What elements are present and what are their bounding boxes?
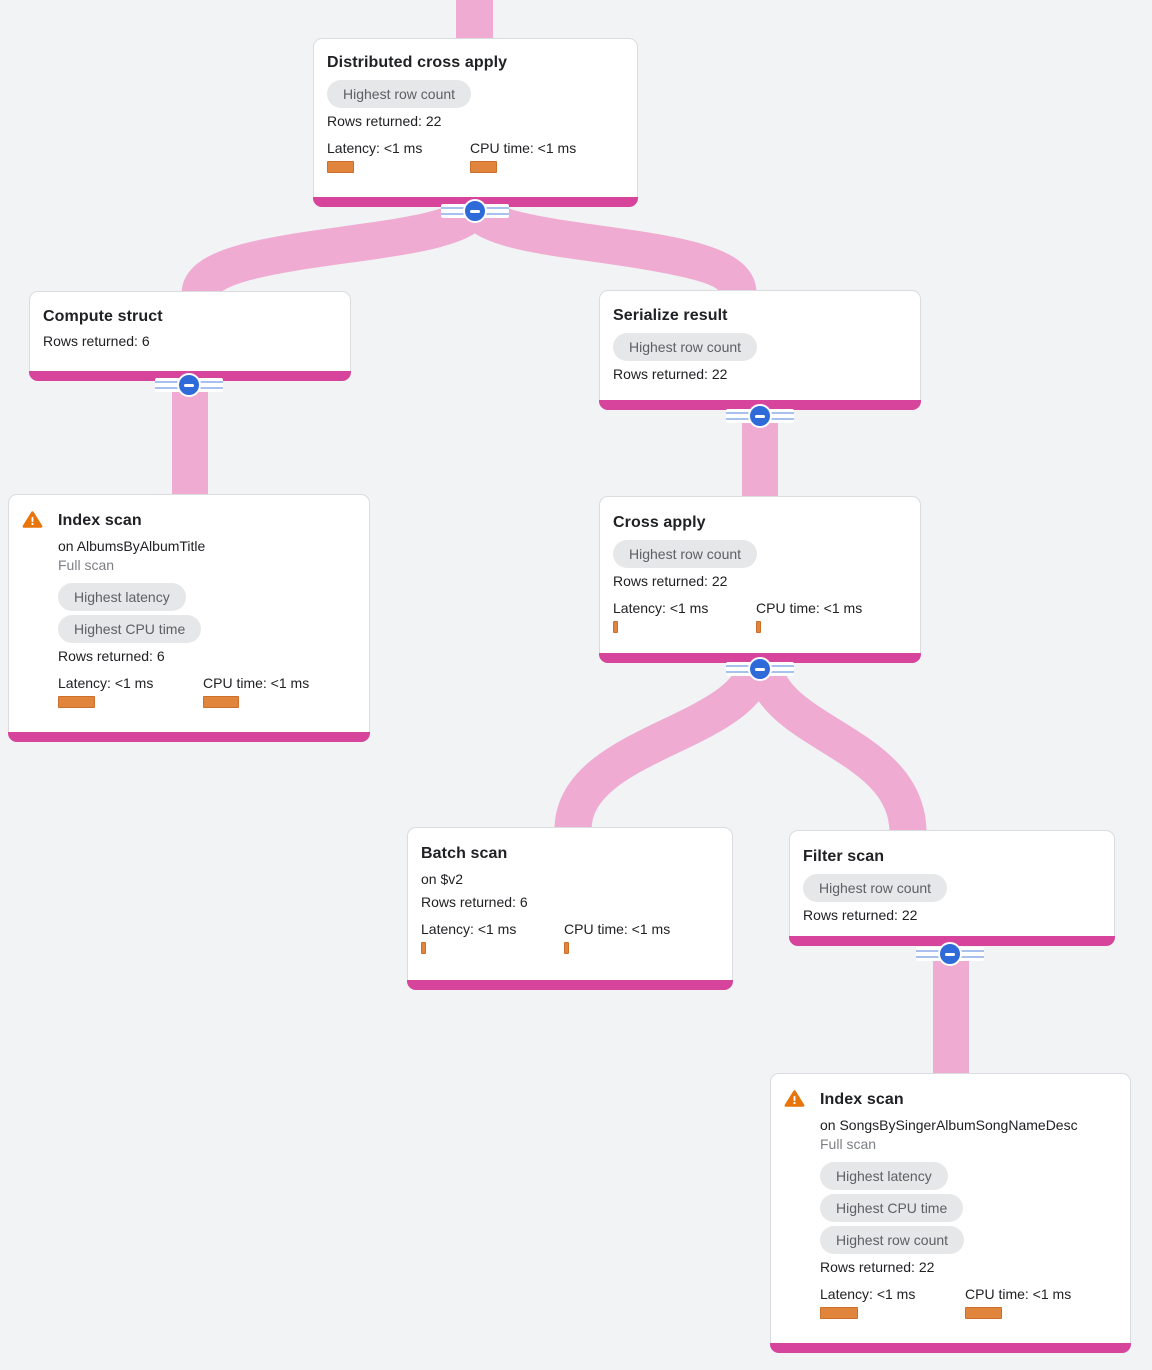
- full-scan-note: Full scan: [820, 1136, 877, 1152]
- node-cross-apply[interactable]: Cross apply Highest row count Rows retur…: [599, 496, 921, 663]
- cpu-time-bar: [470, 161, 497, 173]
- node-title: Distributed cross apply: [327, 54, 508, 71]
- cpu-time-label: CPU time: <1 ms: [203, 675, 310, 691]
- rows-returned: Rows returned: 22: [613, 573, 728, 589]
- full-scan-note: Full scan: [58, 557, 115, 573]
- rows-returned: Rows returned: 22: [820, 1259, 935, 1275]
- plan-edge-cross-apply-to-filter-scan: [744, 657, 927, 835]
- warning-icon: [784, 1090, 805, 1107]
- node-title: Cross apply: [613, 514, 706, 531]
- badge-highest-row-count: Highest row count: [613, 333, 758, 361]
- badge-highest-latency: Highest latency: [820, 1162, 948, 1190]
- node-title: Serialize result: [613, 307, 728, 324]
- node-title: Index scan: [820, 1091, 904, 1108]
- latency-bar: [613, 621, 618, 633]
- latency-bar: [58, 696, 95, 708]
- badge-highest-cpu-time: Highest CPU time: [58, 615, 202, 643]
- plan-edge-compute-struct-to-index-scan: [172, 380, 208, 495]
- plan-edge-dca-to-compute-struct: [181, 197, 494, 299]
- collapse-button-filter-scan[interactable]: [916, 942, 984, 966]
- node-serialize-result[interactable]: Serialize result Highest row count Rows …: [599, 290, 921, 410]
- cpu-time-label: CPU time: <1 ms: [470, 140, 577, 156]
- node-title: Filter scan: [803, 848, 885, 865]
- rows-returned: Rows returned: 22: [613, 366, 728, 382]
- latency-label: Latency: <1 ms: [327, 140, 423, 156]
- latency-label: Latency: <1 ms: [421, 921, 517, 937]
- badge-highest-row-count: Highest row count: [803, 874, 948, 902]
- rows-returned: Rows returned: 6: [43, 333, 150, 349]
- node-index-scan-songs[interactable]: Index scan on SongsBySingerAlbumSongName…: [770, 1073, 1131, 1353]
- cpu-time-bar: [756, 621, 761, 633]
- latency-bar: [820, 1307, 858, 1319]
- node-footer-accent: [770, 1343, 1131, 1353]
- minus-icon: [463, 199, 487, 223]
- cpu-time-bar: [564, 942, 569, 954]
- badge-highest-row-count: Highest row count: [327, 80, 472, 108]
- plan-edge-root-to-distributed-cross-apply: [456, 0, 493, 40]
- badge-highest-cpu-time: Highest CPU time: [820, 1194, 964, 1222]
- warning-icon: [22, 511, 43, 528]
- minus-icon: [177, 373, 201, 397]
- minus-icon: [748, 404, 772, 428]
- collapse-button-serialize-result[interactable]: [726, 404, 794, 428]
- latency-label: Latency: <1 ms: [58, 675, 154, 691]
- collapse-button-cross-apply[interactable]: [726, 657, 794, 681]
- node-title: Compute struct: [43, 308, 163, 325]
- plan-edge-filter-scan-to-index-scan: [933, 948, 969, 1074]
- node-index-scan-albums[interactable]: Index scan on AlbumsByAlbumTitle Full sc…: [8, 494, 370, 742]
- badge-highest-latency: Highest latency: [58, 583, 186, 611]
- node-title: Index scan: [58, 512, 142, 529]
- latency-label: Latency: <1 ms: [820, 1286, 916, 1302]
- cpu-time-label: CPU time: <1 ms: [564, 921, 671, 937]
- node-footer-accent: [8, 732, 370, 742]
- cpu-time-label: CPU time: <1 ms: [756, 600, 863, 616]
- node-title: Batch scan: [421, 845, 508, 862]
- plan-edge-dca-to-serialize-result: [456, 197, 757, 298]
- rows-returned: Rows returned: 22: [327, 113, 442, 129]
- latency-label: Latency: <1 ms: [613, 600, 709, 616]
- node-distributed-cross-apply[interactable]: Distributed cross apply Highest row coun…: [313, 38, 638, 207]
- collapse-button-compute-struct[interactable]: [155, 373, 223, 397]
- node-footer-accent: [789, 936, 1115, 946]
- node-compute-struct[interactable]: Compute struct Rows returned: 6: [29, 291, 351, 381]
- cpu-time-label: CPU time: <1 ms: [965, 1286, 1072, 1302]
- badge-highest-row-count: Highest row count: [820, 1226, 965, 1254]
- rows-returned: Rows returned: 22: [803, 907, 918, 923]
- node-subtitle: on SongsBySingerAlbumSongNameDesc: [820, 1117, 1078, 1133]
- cpu-time-bar: [965, 1307, 1002, 1319]
- plan-edge-cross-apply-to-batch-scan: [554, 656, 776, 832]
- node-filter-scan[interactable]: Filter scan Highest row count Rows retur…: [789, 830, 1115, 946]
- badge-highest-row-count: Highest row count: [613, 540, 758, 568]
- minus-icon: [938, 942, 962, 966]
- node-subtitle: on AlbumsByAlbumTitle: [58, 538, 206, 554]
- latency-bar: [421, 942, 426, 954]
- minus-icon: [748, 657, 772, 681]
- node-footer-accent: [407, 980, 733, 990]
- collapse-button-distributed-cross-apply[interactable]: [441, 199, 509, 223]
- node-batch-scan[interactable]: Batch scan on $v2 Rows returned: 6 Laten…: [407, 827, 733, 990]
- cpu-time-bar: [203, 696, 239, 708]
- rows-returned: Rows returned: 6: [421, 894, 528, 910]
- rows-returned: Rows returned: 6: [58, 648, 165, 664]
- latency-bar: [327, 161, 354, 173]
- node-subtitle: on $v2: [421, 871, 464, 887]
